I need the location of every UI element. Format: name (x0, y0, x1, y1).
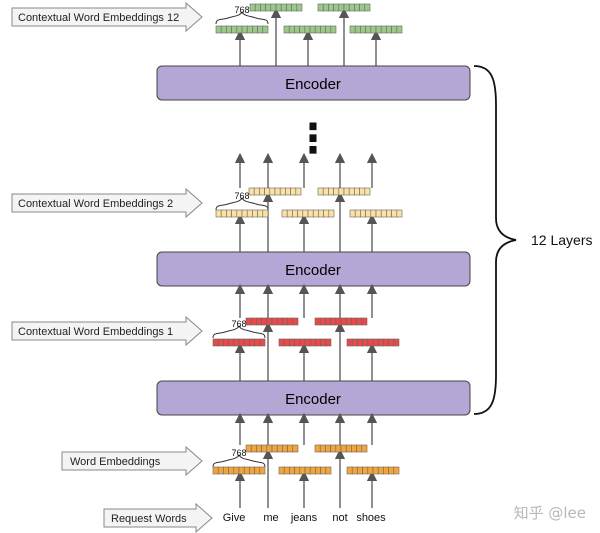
word-token: not (332, 512, 347, 524)
layers-brace (473, 65, 517, 415)
dimension-marker-word: 768 (212, 448, 266, 468)
svg-text:768: 768 (234, 191, 249, 201)
watermark: 知乎 @lee (513, 504, 586, 522)
word-token: me (263, 512, 278, 524)
encoder-top: Encoder (156, 65, 471, 101)
contextual-2-vector (349, 209, 403, 218)
svg-text:Contextual Word Embeddings 12: Contextual Word Embeddings 12 (18, 12, 179, 24)
request-words: Give me jeans not shoes (223, 512, 386, 524)
word-token: Give (223, 512, 246, 524)
svg-text:Request Words: Request Words (111, 513, 187, 525)
encoder-middle: Encoder (156, 251, 471, 287)
contextual-1-vector (245, 317, 299, 326)
contextual-12-vector (349, 25, 403, 34)
contextual-12-vector (249, 3, 303, 12)
word-embedding-vector (245, 444, 299, 453)
contextual-2-vector (248, 187, 302, 196)
encoder-middle-label: Encoder (285, 262, 341, 279)
dimension-marker-12: 768 (215, 5, 269, 25)
encoder-bottom: Encoder (156, 380, 471, 416)
side-label-word-embeddings: Word Embeddings (61, 445, 203, 477)
encoder-bottom-label: Encoder (285, 391, 341, 408)
contextual-2-vector (215, 209, 269, 218)
svg-text:Contextual Word Embeddings 2: Contextual Word Embeddings 2 (18, 198, 173, 210)
encoder-top-label: Encoder (285, 76, 341, 93)
layers-ellipsis: ⋮ (293, 116, 333, 162)
side-label-contextual-1: Contextual Word Embeddings 1 (11, 315, 203, 347)
word-embedding-vector (346, 466, 400, 475)
word-token: shoes (356, 512, 386, 524)
word-embedding-vector (314, 444, 368, 453)
contextual-1-vector (314, 317, 368, 326)
svg-text:Word Embeddings: Word Embeddings (70, 456, 161, 468)
svg-text:768: 768 (234, 5, 249, 15)
side-label-request-words: Request Words (103, 502, 213, 533)
word-token: jeans (290, 512, 318, 524)
contextual-2-vector (281, 209, 335, 218)
word-embedding-vector (278, 466, 332, 475)
contextual-1-vector (212, 338, 266, 347)
svg-text:768: 768 (231, 319, 246, 329)
dimension-marker-2: 768 (215, 191, 269, 211)
contextual-1-vector (346, 338, 400, 347)
side-label-contextual-12: Contextual Word Embeddings 12 (11, 1, 203, 33)
contextual-2-vector (317, 187, 371, 196)
contextual-12-vector (283, 25, 337, 34)
layers-brace-label: 12 Layers (531, 232, 592, 248)
svg-text:Contextual Word Embeddings 1: Contextual Word Embeddings 1 (18, 326, 173, 338)
svg-text:768: 768 (231, 448, 246, 458)
contextual-12-vector (215, 25, 269, 34)
side-label-contextual-2: Contextual Word Embeddings 2 (11, 187, 203, 219)
contextual-12-vector (317, 3, 371, 12)
word-embedding-vector (212, 466, 266, 475)
arrows (234, 7, 382, 508)
embedding-vectors (212, 3, 403, 475)
dimension-marker-1: 768 (212, 319, 266, 339)
contextual-1-vector (278, 338, 332, 347)
